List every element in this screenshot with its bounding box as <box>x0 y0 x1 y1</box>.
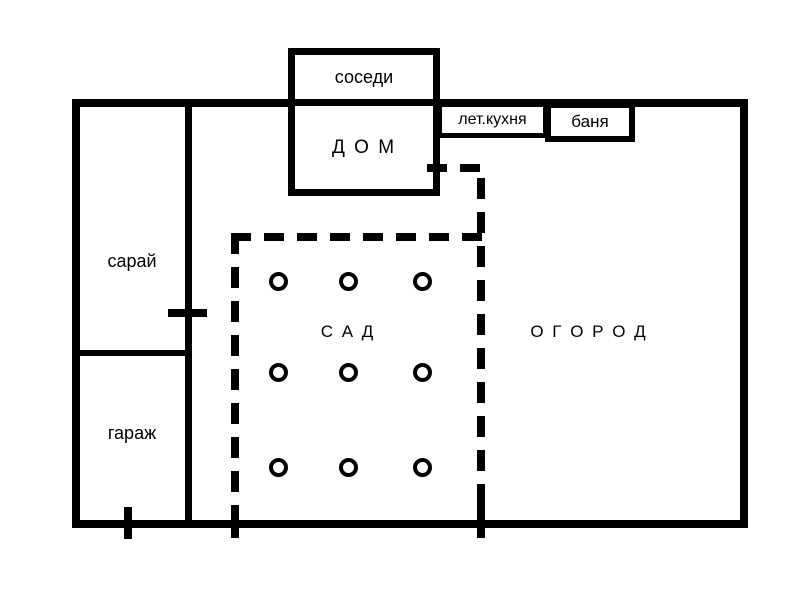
gate-tick-shed-divider <box>168 309 207 317</box>
shed-label: сарай <box>107 251 157 271</box>
neighbors-box: соседи <box>288 48 440 106</box>
house-box: Д О М <box>288 99 440 196</box>
neighbors-label: соседи <box>334 66 394 87</box>
gate-tick-bottom-left <box>124 507 132 539</box>
garden-tree-icon <box>412 271 432 291</box>
shed-garage-divider-wall <box>78 350 186 356</box>
garden-tree-icon <box>338 457 358 477</box>
garden-tree-icon <box>412 362 432 382</box>
garden-top-dashed-fence <box>231 233 483 241</box>
garden-tree-icon <box>268 271 288 291</box>
gate-tick-bottom-ogorod <box>477 503 485 538</box>
garden-tree-icon <box>268 457 288 477</box>
summer-kitchen-label: лет.кухня <box>458 111 527 128</box>
garden-tree-icon <box>268 362 288 382</box>
vegetable-garden-label: О Г О Р О Д <box>530 322 648 341</box>
garden-right-dashed-fence <box>477 178 485 520</box>
garden-tree-icon <box>412 457 432 477</box>
house-gate-dashed-line <box>427 164 484 172</box>
garden-tree-icon <box>338 271 358 291</box>
garden-left-dashed-fence <box>231 233 239 520</box>
house-label: Д О М <box>331 136 397 158</box>
bathhouse-box: баня <box>545 102 635 142</box>
garage-label: гараж <box>107 423 157 443</box>
gate-tick-bottom-garden <box>231 505 239 538</box>
garden-tree-icon <box>338 362 358 382</box>
summer-kitchen-box: лет.кухня <box>437 102 548 138</box>
garden-label: С А Д <box>320 322 376 341</box>
bathhouse-label: баня <box>571 112 609 131</box>
